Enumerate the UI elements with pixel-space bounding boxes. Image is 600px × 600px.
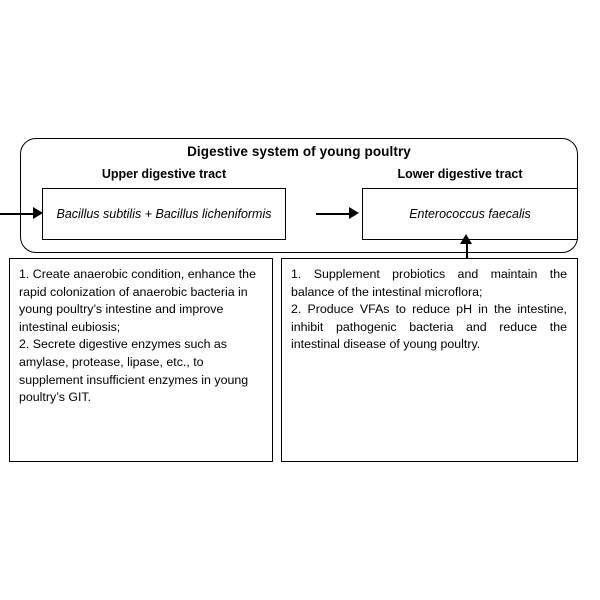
left-effect-item-1: 1. Create anaerobic condition, enhance t… — [19, 267, 256, 334]
left-effect-item-2: 2. Secrete digestive enzymes such as amy… — [19, 337, 249, 405]
left-effects-box: 1. Create anaerobic condition, enhance t… — [9, 258, 273, 462]
right-effects-box: 1. Supplement probiotics and maintain th… — [281, 258, 578, 462]
upper-species-text: Bacillus subtilis + Bacillus licheniform… — [56, 206, 272, 221]
right-panel-arrow-shaft — [466, 243, 469, 261]
inlet-arrow-icon — [33, 207, 43, 219]
lower-tract-label: Lower digestive tract — [397, 167, 523, 181]
lower-species-text: Enterococcus faecalis — [409, 206, 531, 221]
upper-to-lower-arrow-icon — [349, 207, 359, 219]
right-effect-item-1: 1. Supplement probiotics and maintain th… — [291, 267, 567, 299]
digestive-system-title: Digestive system of young poultry — [187, 144, 411, 159]
upper-tract-label: Upper digestive tract — [101, 167, 227, 181]
upper-to-lower-arrow-shaft — [316, 213, 356, 216]
upper-species-box: Bacillus subtilis + Bacillus licheniform… — [42, 188, 286, 240]
lower-species-box: Enterococcus faecalis — [362, 188, 578, 240]
inlet-arrow-shaft — [0, 213, 40, 216]
right-effect-item-2: 2. Produce VFAs to reduce pH in the inte… — [291, 302, 567, 352]
right-panel-arrow-icon — [460, 234, 472, 244]
